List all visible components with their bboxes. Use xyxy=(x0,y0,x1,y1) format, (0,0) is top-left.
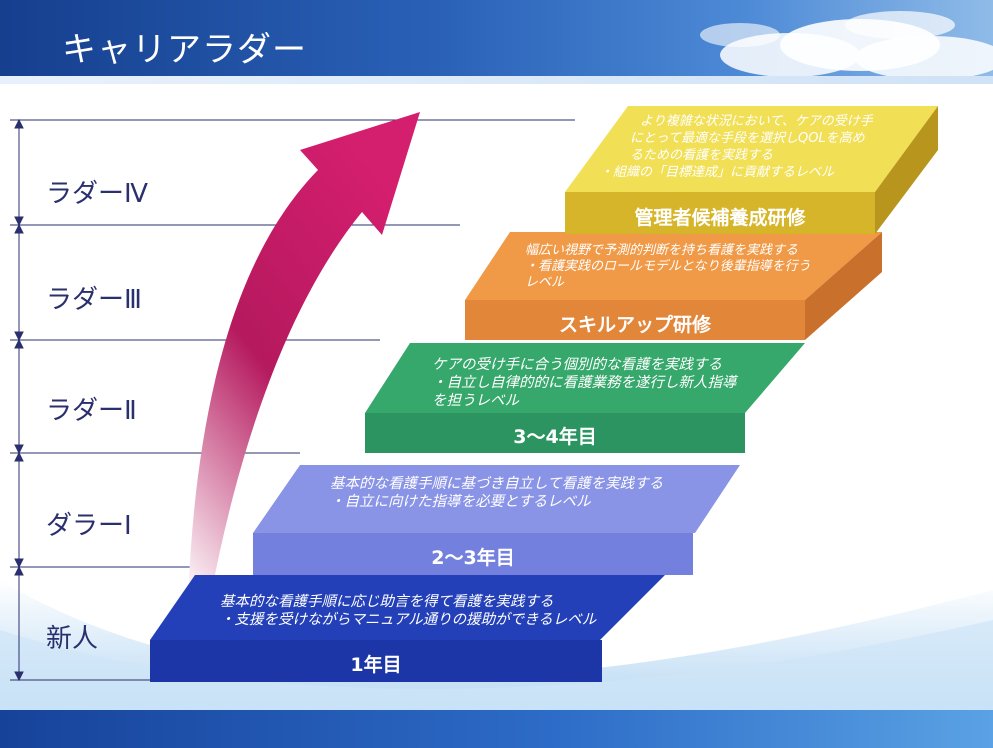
level-label-3: ラダーⅢ xyxy=(46,285,142,315)
step-desc-1: 基本的な看護手順に応じ助言を得て看護を実践する ・支援を受けながらマニュアル通り… xyxy=(220,594,597,628)
level-label-1: ダラーⅠ xyxy=(46,511,132,541)
step-label-2: 2〜3年目 xyxy=(431,547,515,569)
header-band xyxy=(0,76,993,84)
slide-footer xyxy=(0,710,993,748)
step-desc-5: より複雑な状況において、ケアの受け手 にとって最適な手段を選択しQOLを高め る… xyxy=(600,114,873,180)
step-label-5: 管理者候補養成研修 xyxy=(634,207,806,229)
step-label-1: 1年目 xyxy=(350,654,402,676)
step-label-4: スキルアップ研修 xyxy=(558,314,711,336)
step-desc-2: 基本的な看護手順に基づき自立して看護を実践する ・自立に向けた指導を必要とするレ… xyxy=(330,476,664,510)
cloud-decoration xyxy=(700,11,993,80)
slide-header: キャリアラダー xyxy=(0,0,993,82)
slide-title: キャリアラダー xyxy=(62,30,307,70)
level-label-4: ラダーⅣ xyxy=(46,179,148,209)
level-label-2: ラダーⅡ xyxy=(46,396,137,426)
growth-arrow-icon xyxy=(188,112,420,600)
step-label-3: 3〜4年目 xyxy=(513,426,597,448)
level-label-new: 新人 xyxy=(46,624,99,654)
step-desc-3: ケアの受け手に合う個別的な看護を実践する ・自立し自律的的に看護業務を遂行し新人… xyxy=(432,357,737,409)
step-desc-4: 幅広い視野で予測的判断を持ち看護を実践する ・看護実践のロールモデルとなり後輩指… xyxy=(525,243,811,290)
